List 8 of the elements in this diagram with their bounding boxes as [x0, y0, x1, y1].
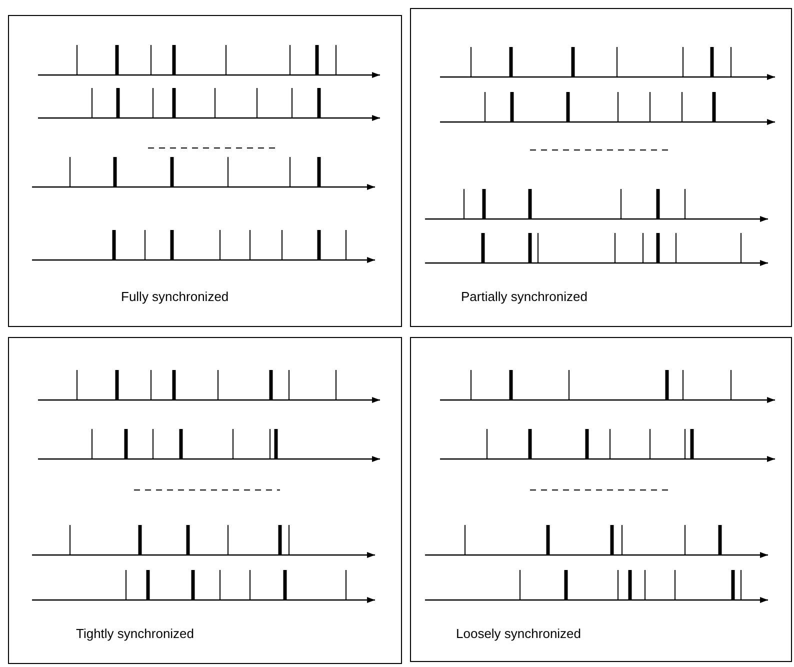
- panel-caption: Fully synchronized: [121, 289, 229, 304]
- panel-frame: [410, 337, 792, 662]
- panel-frame: [8, 15, 402, 327]
- panel-caption: Tightly synchronized: [76, 626, 194, 641]
- panel-caption: Loosely synchronized: [456, 626, 582, 641]
- panel-caption: Partially synchronized: [461, 289, 588, 304]
- panel-frame: [8, 337, 402, 664]
- panel-frame: [410, 8, 792, 327]
